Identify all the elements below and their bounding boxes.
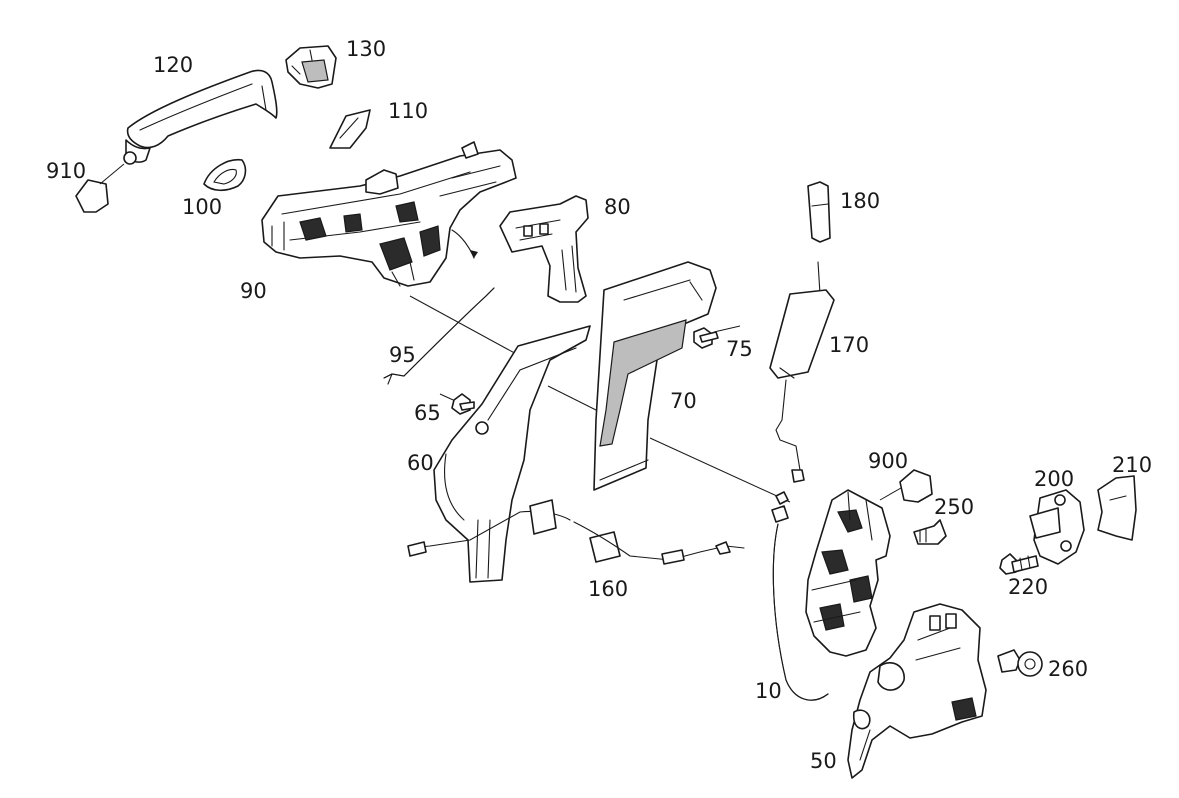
label-250: 250 — [934, 495, 974, 519]
label-10: 10 — [755, 679, 782, 703]
label-200: 200 — [1034, 467, 1074, 491]
label-95: 95 — [389, 343, 416, 367]
label-100: 100 — [182, 195, 222, 219]
part-65-screw — [451, 393, 475, 415]
label-180: 180 — [840, 189, 880, 213]
label-120: 120 — [153, 53, 193, 77]
part-10-latch — [771, 489, 891, 701]
part-220-screw — [999, 553, 1039, 575]
part-900-cap — [899, 469, 933, 503]
label-210: 210 — [1112, 453, 1152, 477]
part-70-panel — [593, 261, 717, 491]
label-170: 170 — [829, 333, 869, 357]
label-110: 110 — [388, 99, 428, 123]
label-900: 900 — [868, 449, 908, 473]
part-260-screw — [997, 649, 1043, 677]
label-60: 60 — [407, 451, 434, 475]
label-75: 75 — [726, 337, 753, 361]
part-80-bracket — [499, 195, 589, 303]
part-110-seal — [329, 109, 371, 149]
label-80: 80 — [604, 195, 631, 219]
label-65: 65 — [414, 401, 441, 425]
part-90-handle-carrier — [261, 141, 517, 287]
part-100-gasket — [203, 159, 247, 192]
label-260: 260 — [1048, 657, 1088, 681]
part-910-cap — [75, 163, 125, 213]
part-120-outer-handle — [123, 69, 278, 165]
part-250-screw — [913, 519, 947, 545]
leader-lines — [409, 295, 909, 503]
part-210-shim — [1097, 475, 1137, 541]
label-70: 70 — [670, 389, 697, 413]
label-50: 50 — [810, 749, 837, 773]
part-labels: 120 130 110 910 100 90 80 180 95 75 170 … — [46, 37, 1152, 773]
part-50-mechanism — [847, 603, 987, 779]
label-160: 160 — [588, 577, 628, 601]
part-95-rod — [383, 287, 495, 385]
label-90: 90 — [240, 279, 267, 303]
part-130-handle-cap — [285, 45, 337, 89]
label-130: 130 — [346, 37, 386, 61]
label-220: 220 — [1008, 575, 1048, 599]
part-200-striker — [1029, 489, 1085, 565]
label-910: 910 — [46, 159, 86, 183]
part-160-cable — [407, 499, 745, 565]
part-180-cap — [807, 181, 831, 243]
part-60-cover — [433, 325, 591, 583]
part-75-screw — [693, 327, 719, 349]
part-170-cable — [769, 261, 835, 483]
